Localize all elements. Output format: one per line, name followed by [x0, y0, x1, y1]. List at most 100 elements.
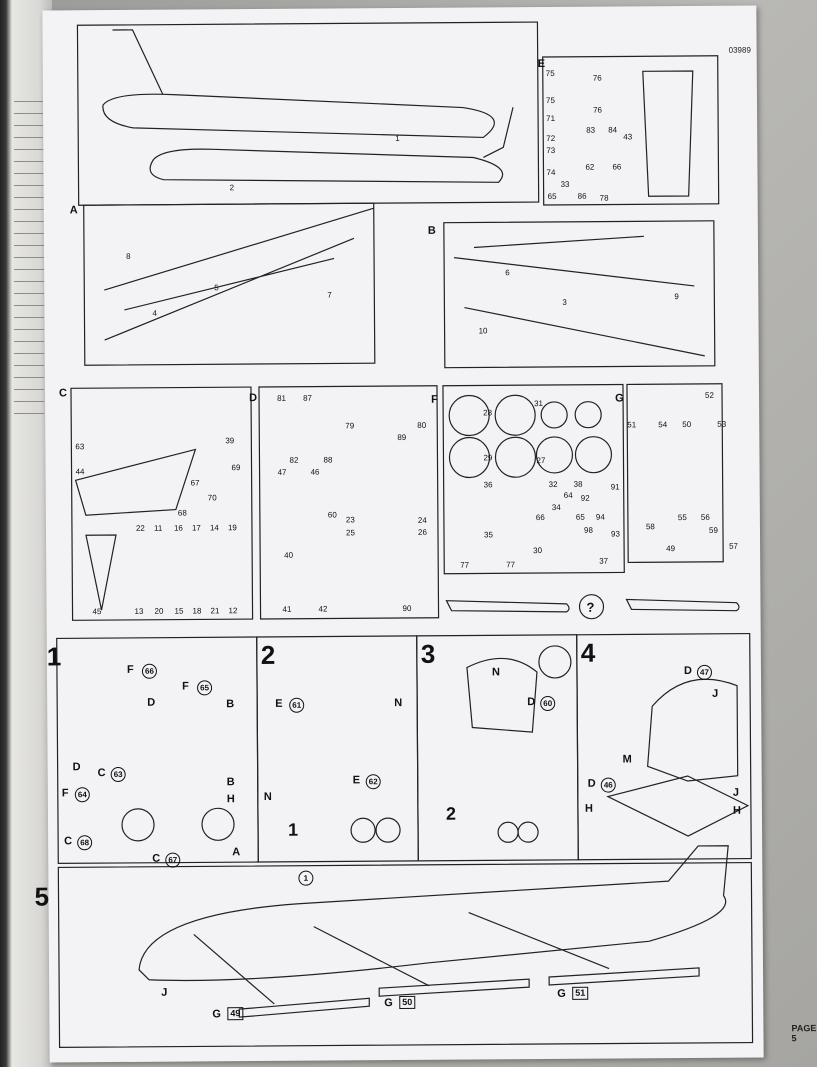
part-label: 49: [666, 544, 676, 554]
callout-letter: G: [384, 997, 393, 1010]
part-label: 19: [227, 523, 237, 533]
part-label: 76: [592, 73, 602, 83]
callout-part: 61: [289, 697, 305, 713]
part-label: 64: [563, 490, 573, 500]
part-label: 65: [547, 191, 557, 201]
callout-letter: H: [584, 802, 593, 815]
part-label: 35: [483, 530, 493, 540]
callout-letter: H: [732, 804, 741, 817]
part-label: 46: [310, 467, 320, 477]
part-label: 72: [546, 133, 556, 143]
sprue-b-letter: B: [427, 224, 436, 237]
callout-letter: D: [683, 664, 692, 678]
part-label: 59: [708, 525, 718, 535]
part-label: 73: [546, 145, 556, 155]
callout-letter: N: [491, 666, 500, 679]
callout-letter: G: [557, 987, 566, 1000]
part-label: 8: [126, 251, 131, 261]
drawings: [56, 21, 754, 1049]
part-label: 20: [154, 606, 164, 616]
part-label: 12: [228, 606, 238, 616]
part-label: 75: [545, 68, 555, 78]
part-label: 36: [483, 480, 493, 490]
callout-part: 67: [165, 852, 181, 868]
callout-part: 66: [141, 663, 158, 679]
part-label: 32: [548, 479, 558, 489]
callout-part: 47: [696, 664, 713, 680]
callout-part: 65: [197, 680, 213, 696]
part-label: 9: [674, 292, 679, 302]
part-label: 71: [546, 113, 556, 123]
part-label: 69: [231, 463, 241, 473]
part-label: 79: [345, 421, 355, 431]
part-label: 77: [506, 560, 516, 570]
part-label: 42: [318, 604, 328, 614]
callout-part: 46: [600, 777, 616, 793]
part-label: 86: [577, 191, 587, 201]
part-label: 57: [729, 541, 739, 551]
part-label: 76: [593, 105, 602, 115]
sprue-e-letter: E: [537, 57, 546, 71]
part-label: 13: [134, 606, 144, 616]
part-label: 82: [289, 455, 299, 465]
callout-letter: E: [275, 697, 283, 710]
instruction-sheet: 03989 PAGE 5: [34, 5, 816, 1063]
part-label: 30: [533, 546, 543, 556]
part-label: 75: [545, 95, 555, 105]
part-label: 63: [75, 442, 85, 452]
part-label: 93: [610, 529, 620, 539]
part-label: 53: [717, 419, 727, 429]
step-2-number: 2: [260, 639, 276, 670]
part-label: 23: [345, 515, 355, 525]
callout-letter: C: [64, 835, 73, 848]
part-label: 47: [277, 467, 287, 477]
part-label: 38: [573, 479, 583, 489]
part-label: 88: [323, 455, 333, 465]
callout-part: 49: [227, 1007, 244, 1021]
part-label: 34: [551, 502, 561, 512]
callout-letter: B: [226, 776, 235, 789]
part-label: 74: [546, 167, 556, 177]
part-label: 44: [75, 467, 85, 477]
callout-letter: F: [182, 680, 189, 693]
part-label: 29: [483, 453, 493, 463]
part-label: 62: [585, 162, 595, 172]
callout-letter: D: [587, 777, 596, 790]
page-number: PAGE 5: [791, 1023, 817, 1044]
part-label: 66: [535, 513, 545, 523]
part-label: 94: [595, 512, 605, 522]
part-label: 3: [562, 297, 567, 307]
step-3-number: 3: [420, 638, 436, 669]
step-4-number: 4: [580, 637, 596, 668]
part-label: 50: [682, 419, 692, 430]
part-label: 66: [612, 162, 622, 172]
part-label: 26: [417, 527, 427, 537]
part-label: 77: [460, 560, 470, 570]
question-mark-icon: ?: [586, 599, 595, 615]
callout-part-large: 2: [445, 803, 457, 824]
part-label: 28: [483, 408, 493, 418]
callout-letter: F: [61, 787, 69, 800]
part-label: 31: [534, 399, 544, 409]
callout-part: 62: [365, 774, 381, 790]
part-label: 39: [225, 436, 235, 446]
part-label: 58: [645, 522, 655, 532]
sprue-a-letter: A: [69, 204, 78, 217]
part-label: 7: [327, 290, 332, 300]
part-label: 10: [478, 326, 488, 336]
part-label: 5: [214, 283, 219, 293]
callout-letter: D: [72, 761, 81, 774]
callout-letter: F: [126, 663, 134, 676]
part-label: 68: [177, 508, 187, 518]
part-label: 15: [174, 606, 184, 616]
part-label: 90: [402, 603, 412, 614]
part-label: 55: [677, 513, 687, 523]
callout-part: 63: [110, 766, 126, 783]
part-label: 11: [153, 523, 163, 533]
part-label: 33: [560, 179, 570, 189]
part-label: 25: [345, 528, 355, 538]
callout-letter: J: [732, 786, 739, 799]
part-label: 89: [397, 432, 407, 443]
part-label: 70: [207, 493, 217, 503]
callout-letter: M: [622, 753, 632, 766]
